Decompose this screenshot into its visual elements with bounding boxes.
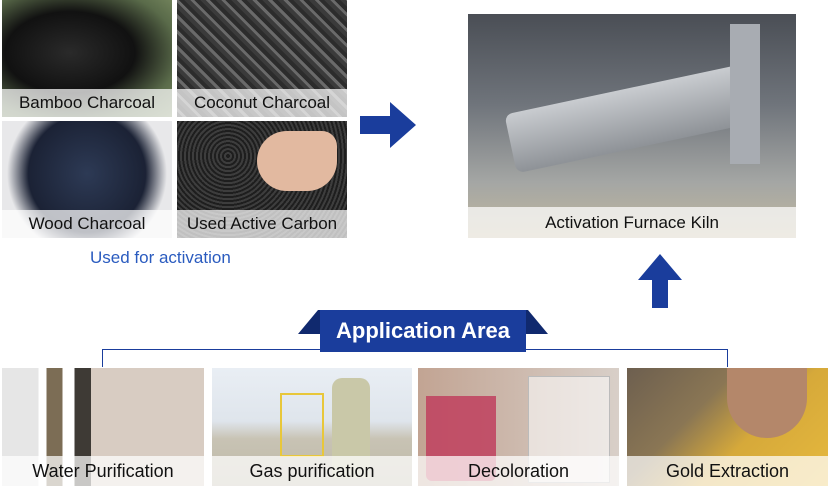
- application-label: Water Purification: [2, 456, 204, 486]
- ladder: [280, 393, 324, 457]
- material-label: Coconut Charcoal: [177, 89, 347, 117]
- hand-shape: [727, 368, 807, 438]
- application-label: Decoloration: [418, 456, 619, 486]
- kiln-drum: [504, 64, 752, 174]
- application-area-banner: Application Area: [320, 310, 526, 352]
- application-label: Gas purification: [212, 456, 412, 486]
- kiln-image: Activation Furnace Kiln: [468, 14, 796, 238]
- kiln-label: Activation Furnace Kiln: [468, 207, 796, 238]
- arrow-up-icon: [638, 254, 682, 308]
- wood-charcoal-image: Wood Charcoal: [2, 121, 172, 238]
- arrow-right-icon: [360, 102, 416, 148]
- material-label: Used Active Carbon: [177, 210, 347, 238]
- materials-note: Used for activation: [90, 248, 231, 267]
- coconut-charcoal-image: Coconut Charcoal: [177, 0, 347, 117]
- water-purification-image: Water Purification: [2, 368, 204, 486]
- hand-shape: [257, 131, 337, 191]
- material-label: Bamboo Charcoal: [2, 89, 172, 117]
- kiln-tower: [730, 24, 760, 164]
- application-label: Gold Extraction: [627, 456, 828, 486]
- decoloration-image: Decoloration: [418, 368, 619, 486]
- connector-left: [102, 349, 103, 367]
- connector-right: [727, 349, 728, 367]
- used-active-carbon-image: Used Active Carbon: [177, 121, 347, 238]
- material-label: Wood Charcoal: [2, 210, 172, 238]
- gold-extraction-image: Gold Extraction: [627, 368, 828, 486]
- bamboo-charcoal-image: Bamboo Charcoal: [2, 0, 172, 117]
- gas-purification-image: Gas purification: [212, 368, 412, 486]
